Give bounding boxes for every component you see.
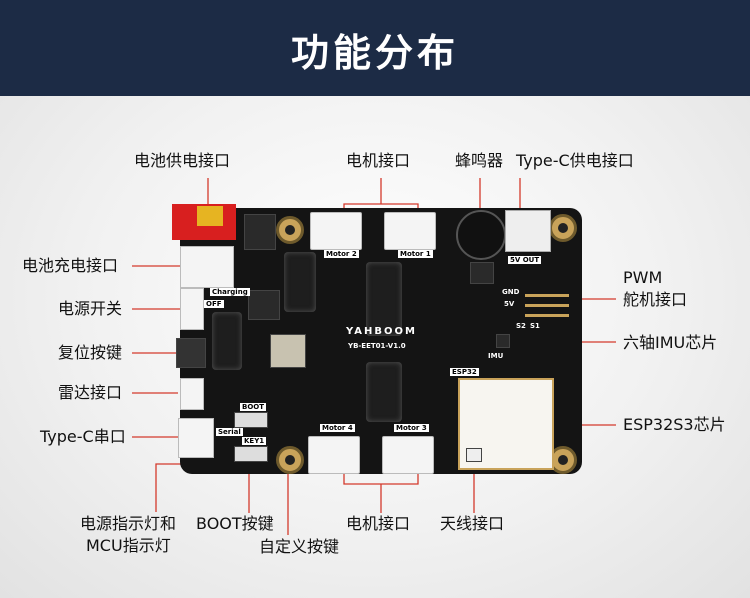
silk-5v: 5V (504, 300, 515, 308)
label-custom-button: 自定义按键 (259, 537, 340, 556)
silk-5v-out: 5V OUT (508, 256, 542, 264)
label-battery-power: 电池供电接口 (134, 151, 231, 170)
silk-motor-3: Motor 3 (394, 424, 429, 432)
header-banner (0, 0, 750, 96)
silk-serial: Serial (216, 428, 243, 436)
buzzer (456, 210, 506, 260)
label-boot-button: BOOT按键 (196, 514, 274, 533)
typec-power-port (505, 210, 551, 252)
silk-s2: S2 (516, 322, 526, 330)
pwm-servo-header (525, 288, 569, 324)
radar-connector (180, 378, 204, 410)
silk-motor-2: Motor 2 (324, 250, 359, 258)
silk-off: OFF (204, 300, 224, 308)
label-radar: 雷达接口 (58, 383, 123, 402)
label-battery-charge: 电池充电接口 (22, 256, 119, 275)
mount-hole (549, 214, 577, 242)
silk-model: YB-EET01-V1.0 (348, 342, 406, 350)
capacitor (212, 312, 242, 370)
label-reset-button: 复位按键 (58, 343, 123, 362)
mount-hole (276, 446, 304, 474)
capacitor (366, 362, 402, 422)
antenna-connector (466, 448, 482, 462)
reset-button (176, 338, 206, 368)
label-motor-bottom: 电机接口 (346, 514, 411, 533)
inductor (270, 334, 306, 368)
motor-3-connector (382, 436, 434, 474)
custom-key-button (234, 446, 268, 462)
silk-gnd: GND (502, 288, 520, 296)
silk-s1: S1 (530, 322, 540, 330)
label-servo: 舵机接口 (623, 290, 688, 309)
mount-hole (276, 216, 304, 244)
label-motor-top: 电机接口 (346, 151, 411, 170)
label-indicator-1: 电源指示灯和 (80, 514, 177, 533)
label-esp32: ESP32S3芯片 (623, 415, 726, 434)
motor-2-connector (310, 212, 362, 250)
battery-charge-connector (180, 246, 234, 288)
silk-boot: BOOT (240, 403, 267, 411)
ic-chip (470, 262, 494, 284)
silk-imu: IMU (488, 352, 504, 360)
label-typec-power: Type-C供电接口 (516, 151, 634, 170)
typec-serial-port (178, 418, 214, 458)
regulator-chip (248, 290, 280, 320)
label-pwm: PWM (623, 268, 663, 287)
label-typec-serial: Type-C串口 (40, 427, 126, 446)
label-buzzer: 蜂鸣器 (455, 151, 504, 170)
label-indicator-2: MCU指示灯 (86, 536, 171, 555)
boot-button (234, 412, 268, 428)
motor-1-connector (384, 212, 436, 250)
page-title: 功能分布 (290, 31, 459, 75)
label-antenna: 天线接口 (440, 514, 505, 533)
imu-chip (496, 334, 510, 348)
silk-brand: YAHBOOM (346, 326, 417, 337)
battery-connector-terminal (197, 206, 223, 226)
label-power-switch: 电源开关 (58, 299, 123, 318)
label-imu-chip: 六轴IMU芯片 (623, 333, 718, 352)
power-switch (180, 288, 204, 330)
capacitor (366, 262, 402, 336)
silk-motor-4: Motor 4 (320, 424, 355, 432)
silk-esp32: ESP32 (450, 368, 479, 376)
silk-key1: KEY1 (242, 437, 267, 445)
silk-motor-1: Motor 1 (398, 250, 433, 258)
motor-4-connector (308, 436, 360, 474)
silk-charging: Charging (210, 288, 250, 296)
regulator-chip (244, 214, 276, 250)
capacitor (284, 252, 316, 312)
